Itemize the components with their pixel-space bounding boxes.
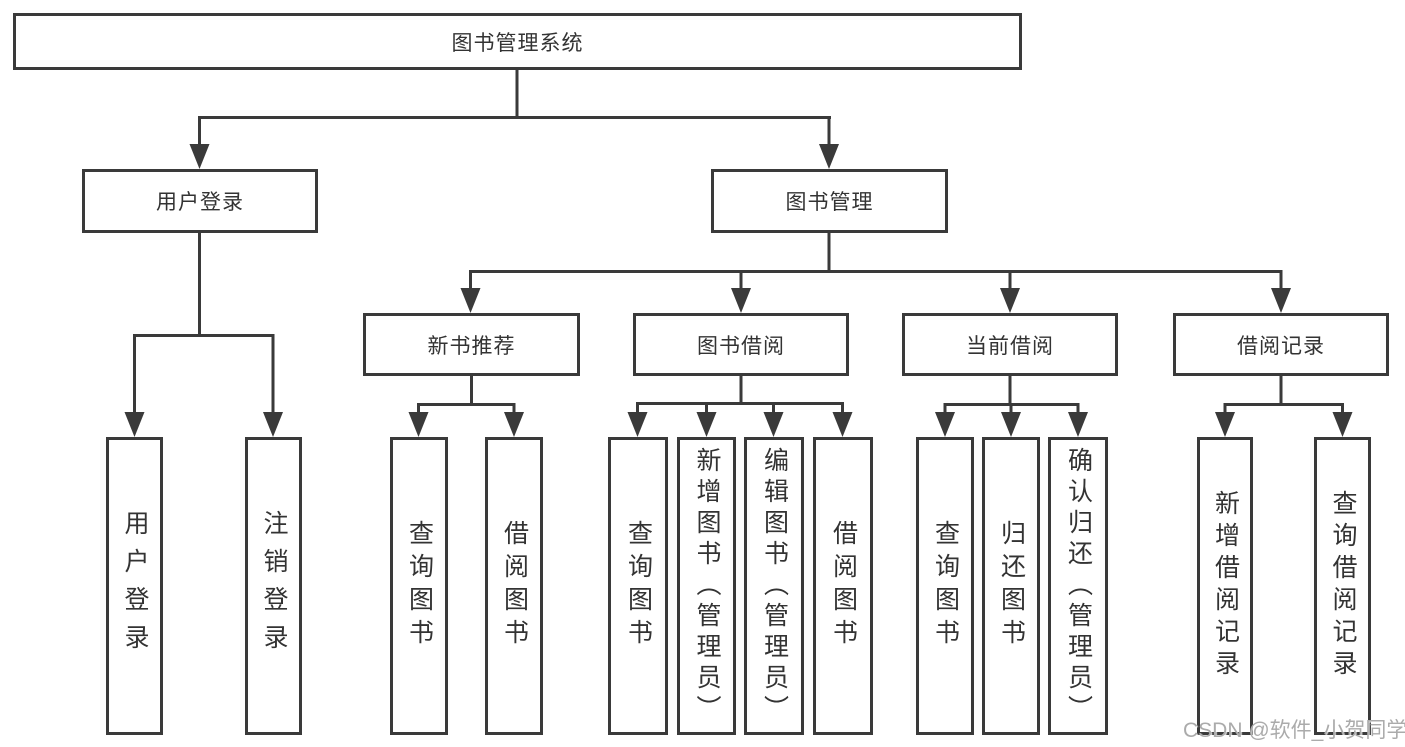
node-label: 新增图书（管理员）: [693, 446, 721, 726]
node-label: 新书推荐: [427, 334, 516, 358]
node-label: 借阅记录: [1237, 334, 1325, 358]
node-label: 图书管理: [785, 191, 874, 214]
node-book-borrowing: 图书借阅: [633, 313, 849, 376]
node-label: 用户登录: [121, 510, 149, 662]
node-label: 用户登录: [156, 191, 244, 214]
node-label: 确认归还（管理员）: [1064, 446, 1093, 726]
leaf-confirm-return-admin: 确认归还（管理员）: [1048, 437, 1108, 735]
node-label: 借阅图书: [500, 520, 529, 652]
node-label: 查询图书: [405, 520, 434, 652]
node-label: 图书借阅: [697, 334, 785, 358]
node-label: 借阅图书: [829, 520, 858, 652]
node-new-book-recommendation: 新书推荐: [363, 313, 580, 376]
node-label: 新增借阅记录: [1211, 490, 1240, 682]
leaf-logout: 注销登录: [245, 437, 302, 735]
leaf-query-borrow-record: 查询借阅记录: [1314, 437, 1371, 735]
node-book-management: 图书管理: [711, 169, 948, 233]
node-label: 查询图书: [624, 520, 653, 652]
csdn-watermark: CSDN @软件_小贺同学: [1183, 719, 1405, 742]
node-label: 图书管理系统: [451, 31, 584, 55]
node-label: 注销登录: [260, 510, 288, 662]
node-label: 查询图书: [931, 520, 960, 652]
node-user-login: 用户登录: [82, 169, 318, 233]
node-library-system: 图书管理系统: [13, 13, 1022, 70]
node-label: 查询借阅记录: [1329, 490, 1357, 682]
leaf-add-books-admin: 新增图书（管理员）: [677, 437, 736, 735]
node-borrowing-records: 借阅记录: [1173, 313, 1389, 376]
leaf-return-books: 归还图书: [982, 437, 1040, 735]
leaf-edit-books-admin: 编辑图书（管理员）: [744, 437, 804, 735]
leaf-borrow-books: 借阅图书: [813, 437, 873, 735]
leaf-add-borrow-record: 新增借阅记录: [1197, 437, 1253, 735]
leaf-query-books-borrow: 查询图书: [608, 437, 668, 735]
node-label: 归还图书: [997, 520, 1026, 652]
node-label: 当前借阅: [966, 334, 1054, 358]
leaf-borrow-books-recommend: 借阅图书: [485, 437, 543, 735]
leaf-query-books-current: 查询图书: [916, 437, 974, 735]
node-current-borrowing: 当前借阅: [902, 313, 1118, 376]
leaf-user-login: 用户登录: [106, 437, 163, 735]
leaf-query-books-recommend: 查询图书: [390, 437, 448, 735]
node-label: 编辑图书（管理员）: [760, 446, 789, 726]
